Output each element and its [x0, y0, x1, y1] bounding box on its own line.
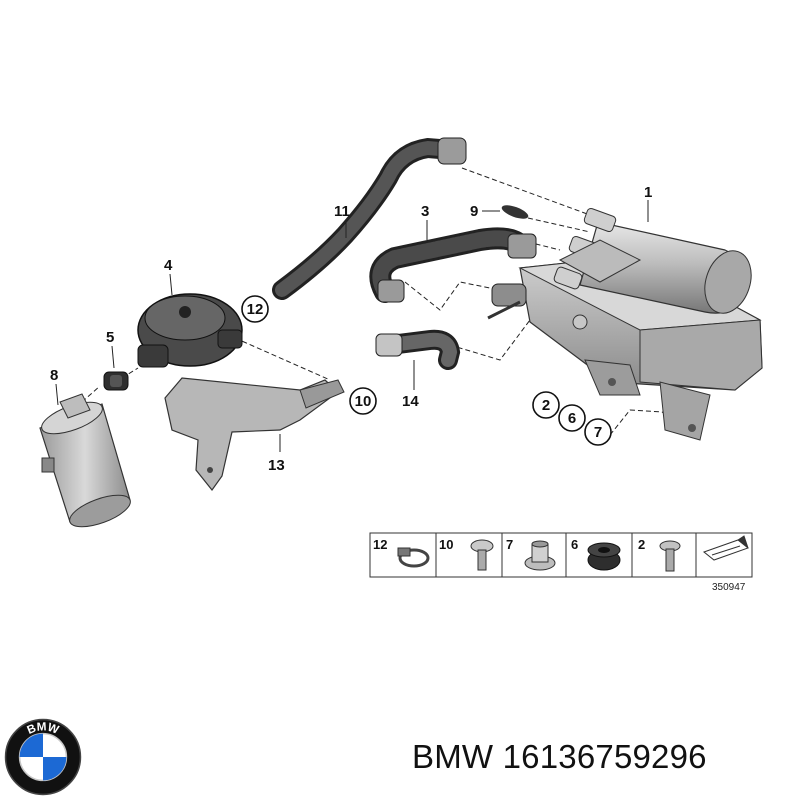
callout-10: 10 — [355, 393, 372, 410]
part-5-grommet — [103, 371, 129, 391]
callout-14: 14 — [402, 393, 419, 410]
legend-item-6: 6 — [571, 537, 578, 552]
part-number: 16136759296 — [502, 738, 707, 775]
legend-item-10: 10 — [439, 537, 453, 552]
callout-2: 2 — [542, 397, 550, 414]
callout-9: 9 — [470, 203, 478, 220]
bmw-logo: BMW — [4, 718, 82, 796]
rubber-grommet-icon — [587, 542, 621, 571]
part-14-connector — [375, 329, 461, 370]
drawing-number: 350947 — [712, 582, 746, 593]
callout-7: 7 — [594, 424, 602, 441]
legend-item-12: 12 — [373, 537, 387, 552]
callout-4: 4 — [164, 257, 173, 274]
callout-1: 1 — [644, 184, 652, 201]
callout-11: 11 — [334, 203, 350, 220]
part-9-clip — [501, 205, 529, 219]
brand-name: BMW — [412, 738, 494, 775]
callout-6: 6 — [568, 410, 576, 427]
callout-8: 8 — [50, 367, 58, 384]
hose-clamp-icon — [397, 547, 430, 568]
part-8-filter — [39, 393, 131, 528]
legend-item-2: 2 — [638, 537, 645, 552]
callout-labels: 1 11 3 9 4 5 8 14 13 12 10 2 6 7 — [50, 184, 652, 474]
part-number-caption: BMW 16136759296 — [412, 738, 707, 776]
drawing-symbol-icon — [702, 535, 750, 561]
part-4-valve — [137, 293, 243, 368]
part-13-bracket — [164, 377, 345, 491]
bushing-icon — [524, 540, 556, 571]
callout-12: 12 — [247, 301, 264, 318]
part-3-hose — [369, 227, 537, 303]
callout-3: 3 — [421, 203, 429, 220]
part-1-canister — [518, 207, 763, 441]
connector-piece — [487, 283, 527, 320]
bolt-icon — [659, 540, 681, 572]
part-11-hose — [272, 137, 467, 300]
callout-5: 5 — [106, 329, 114, 346]
callout-13: 13 — [268, 457, 285, 474]
parts-legend: 12 10 7 6 2 — [369, 532, 753, 593]
screw-icon — [470, 539, 494, 571]
legend-item-7: 7 — [506, 537, 513, 552]
